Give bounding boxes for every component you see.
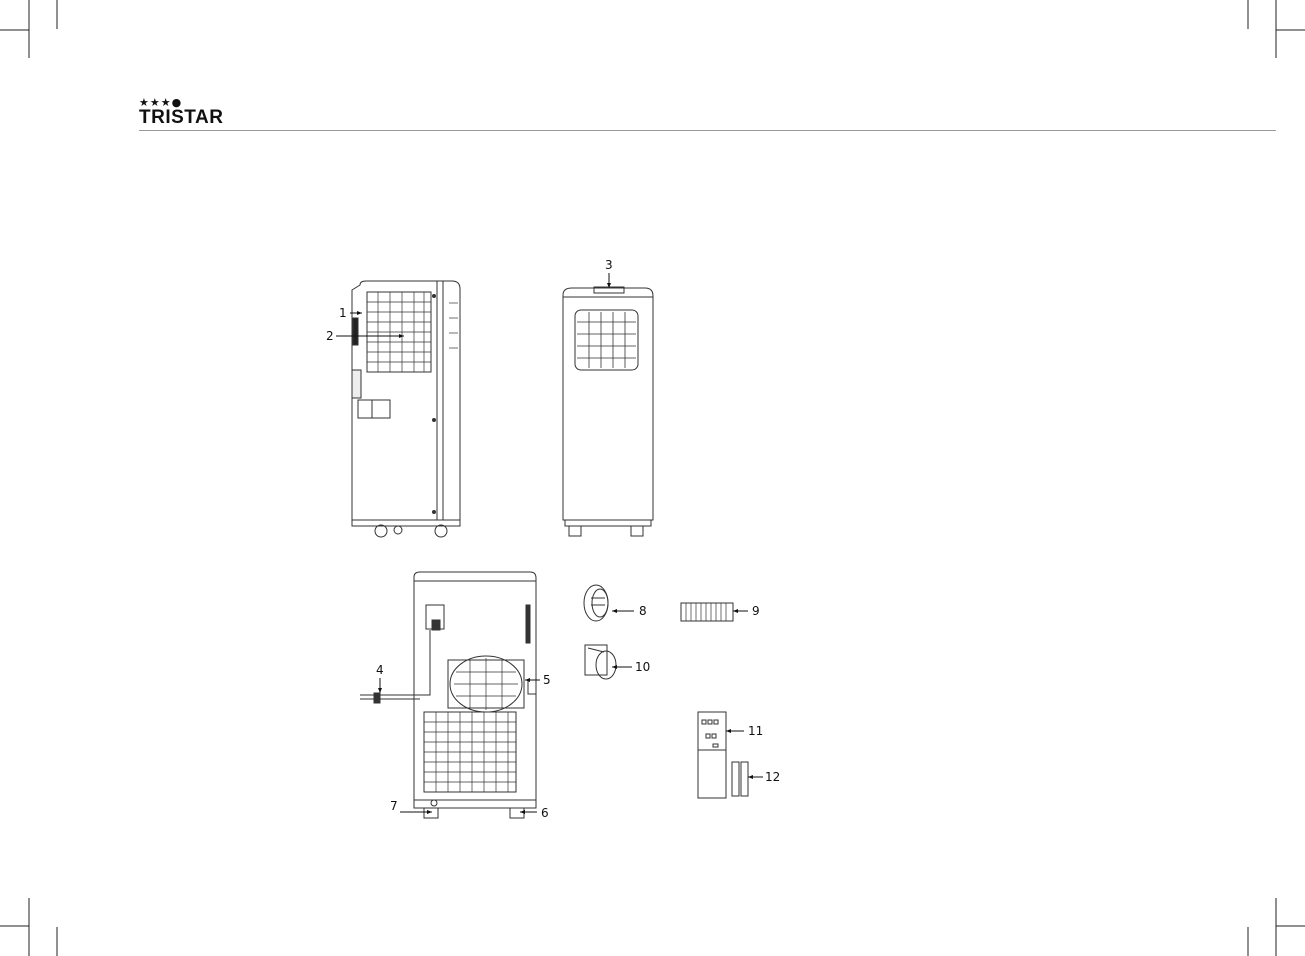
leader-lines [336,273,763,812]
callout-8: 8 [639,604,647,618]
callout-9: 9 [752,604,760,618]
callout-12: 12 [765,770,780,784]
unit-side-view [352,281,460,537]
callout-4: 4 [376,663,384,677]
callout-6: 6 [541,806,549,820]
accessory-hose-connector [585,645,616,679]
callout-5: 5 [543,673,551,687]
accessory-batteries [732,762,748,796]
accessory-exhaust-hose [681,603,733,621]
accessory-window-adapter [584,585,608,621]
callout-10: 10 [635,660,650,674]
callout-1: 1 [339,306,347,320]
callout-7: 7 [390,799,398,813]
unit-rear-view [360,572,536,818]
callout-2: 2 [326,329,334,343]
accessory-remote-control [698,712,726,798]
unit-front-view [563,287,653,536]
callout-11: 11 [748,724,763,738]
callout-3: 3 [605,258,613,272]
